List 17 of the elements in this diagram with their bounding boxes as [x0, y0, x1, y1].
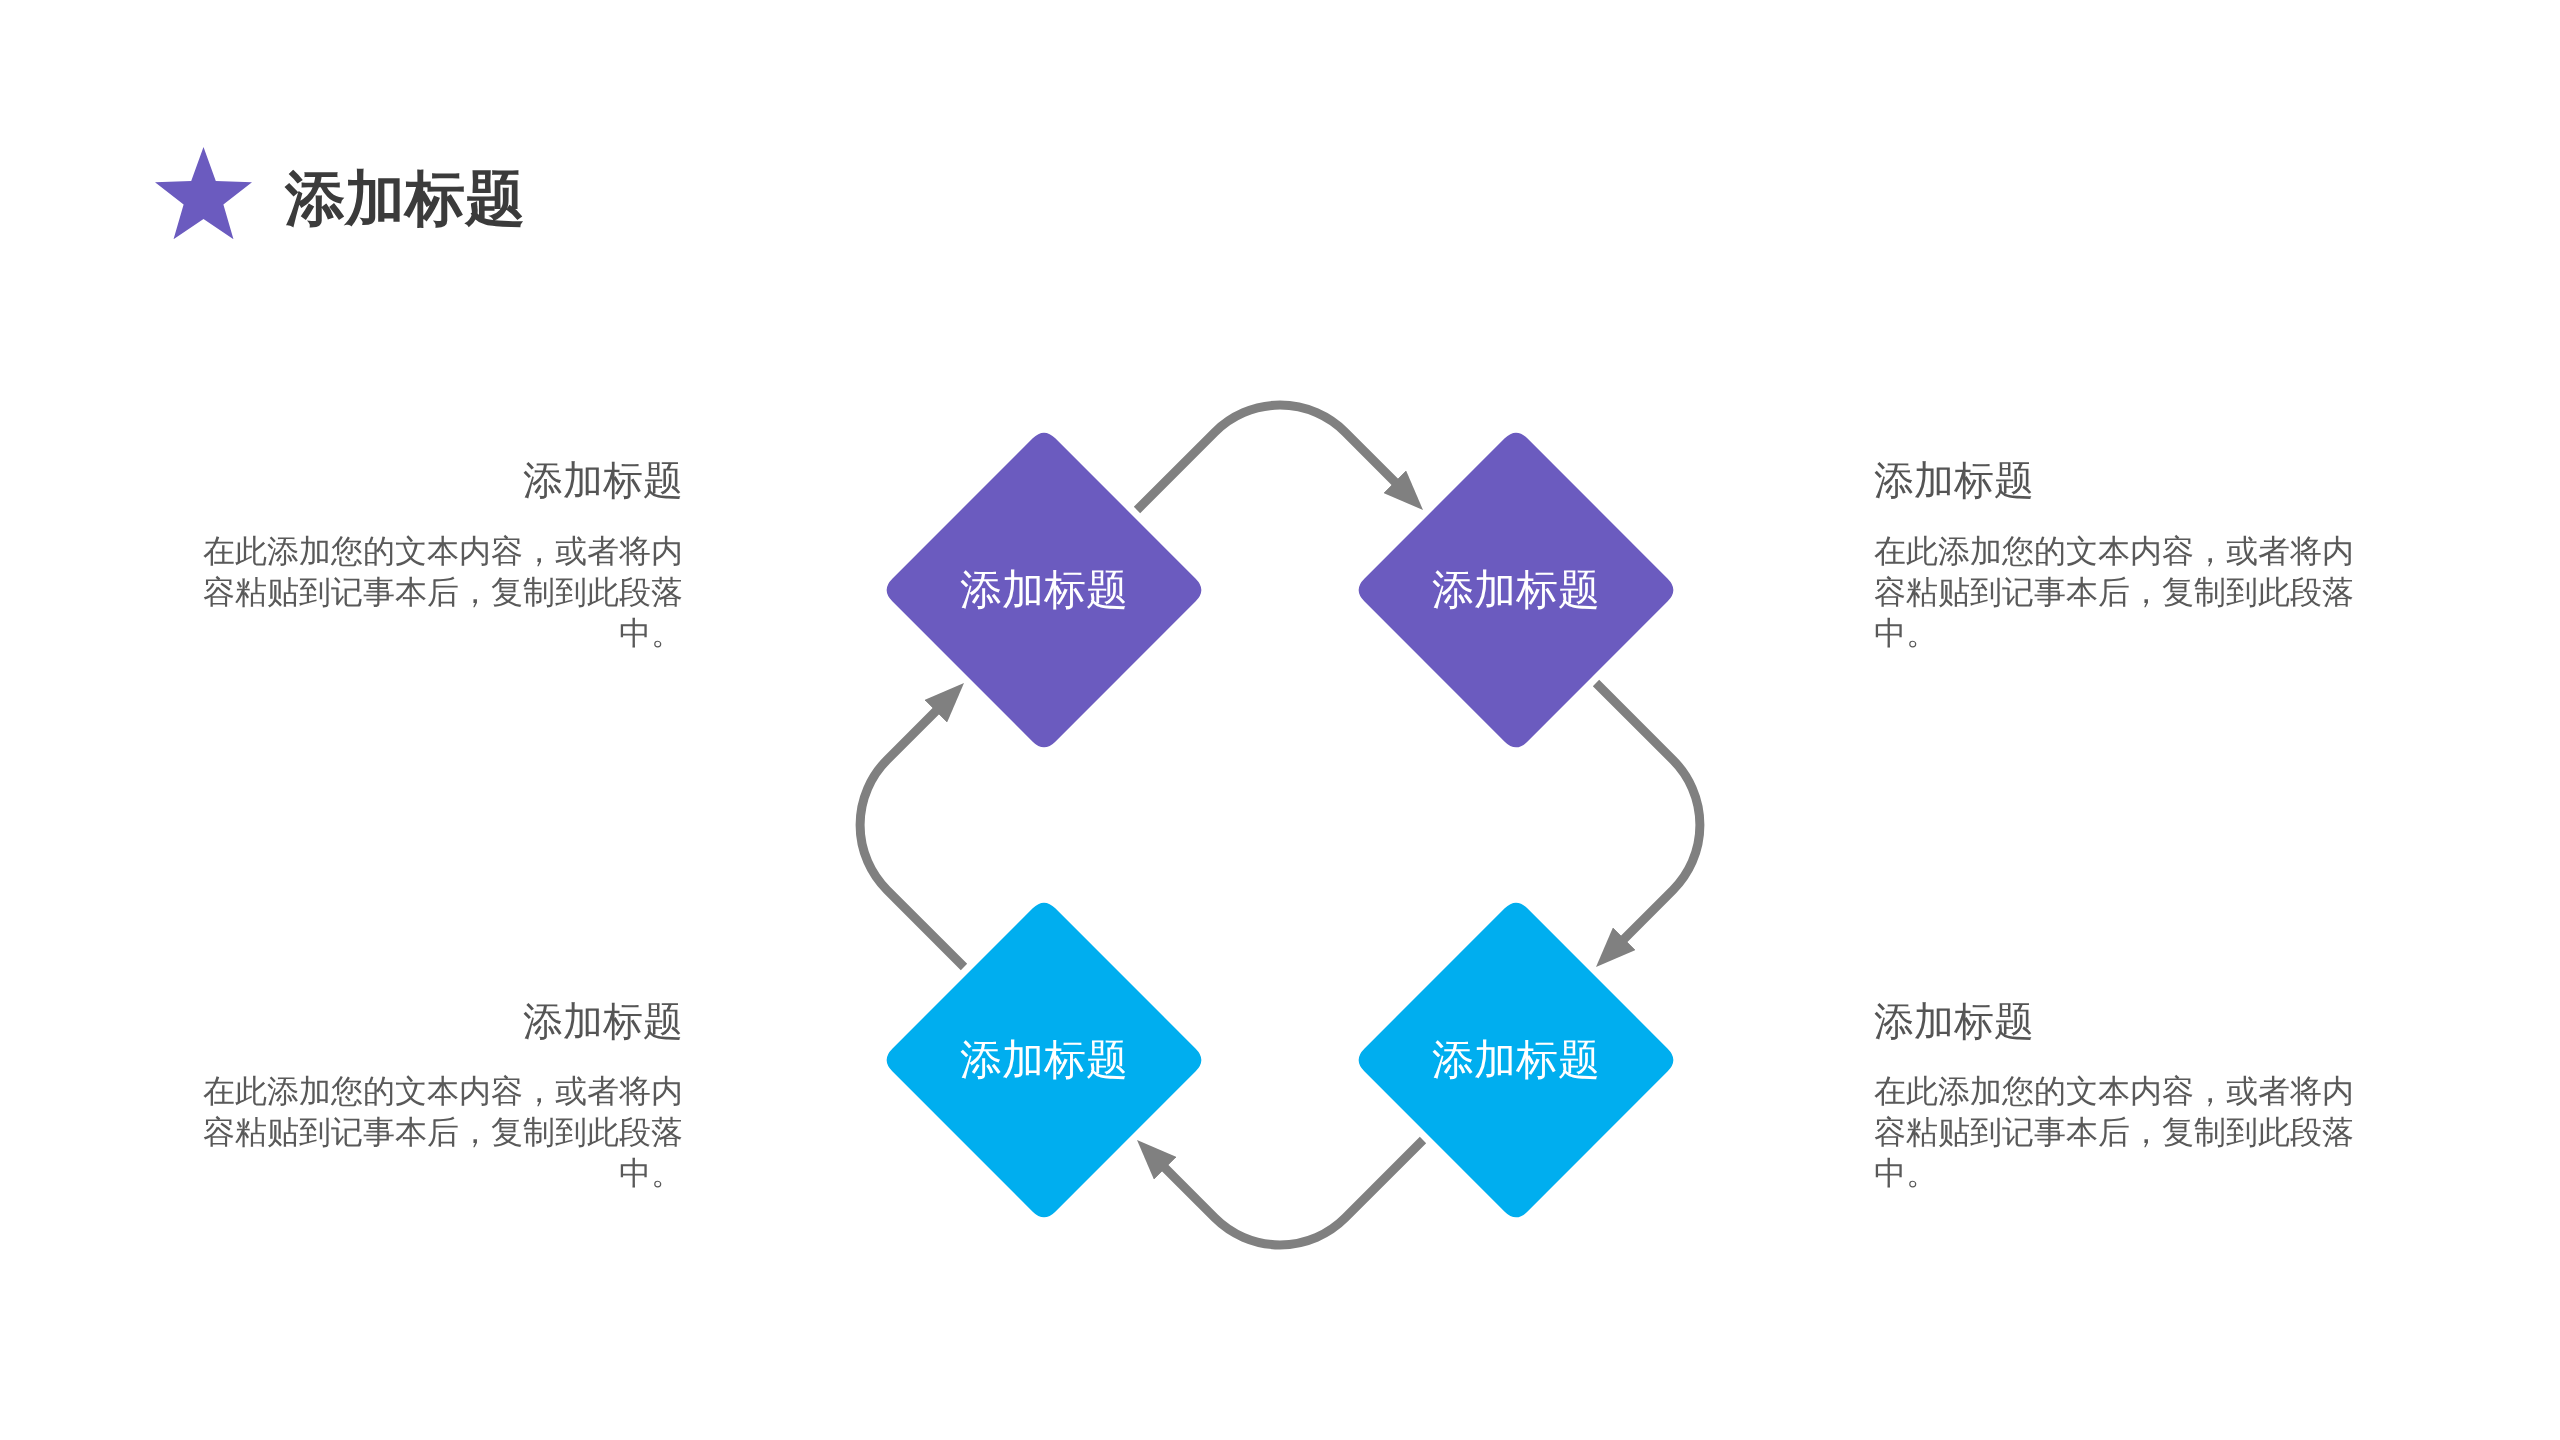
description-text: 在此添加您的文本内容，或者将内容粘贴到记事本后，复制到此段落中。: [1874, 1072, 2354, 1193]
side-heading: 添加标题: [1874, 998, 2034, 1045]
arrow: [1133, 400, 1423, 514]
description-text: 在此添加您的文本内容，或者将内容粘贴到记事本后，复制到此段落中。: [203, 532, 683, 653]
side-heading: 添加标题: [1874, 457, 2034, 504]
step-title: 添加标题: [1432, 564, 1600, 615]
step-title: 添加标题: [1432, 1034, 1600, 1085]
arrow: [1592, 679, 1705, 967]
title: 添加标题: [285, 164, 525, 234]
arrow: [1137, 1136, 1427, 1250]
description-text: 在此添加您的文本内容，或者将内容粘贴到记事本后，复制到此段落中。: [1874, 532, 2354, 653]
arrow: [855, 683, 968, 971]
description-text: 在此添加您的文本内容，或者将内容粘贴到记事本后，复制到此段落中。: [203, 1072, 683, 1193]
step-title: 添加标题: [960, 564, 1128, 615]
side-heading: 添加标题: [523, 457, 683, 504]
step-title: 添加标题: [960, 1034, 1128, 1085]
side-heading: 添加标题: [523, 998, 683, 1045]
